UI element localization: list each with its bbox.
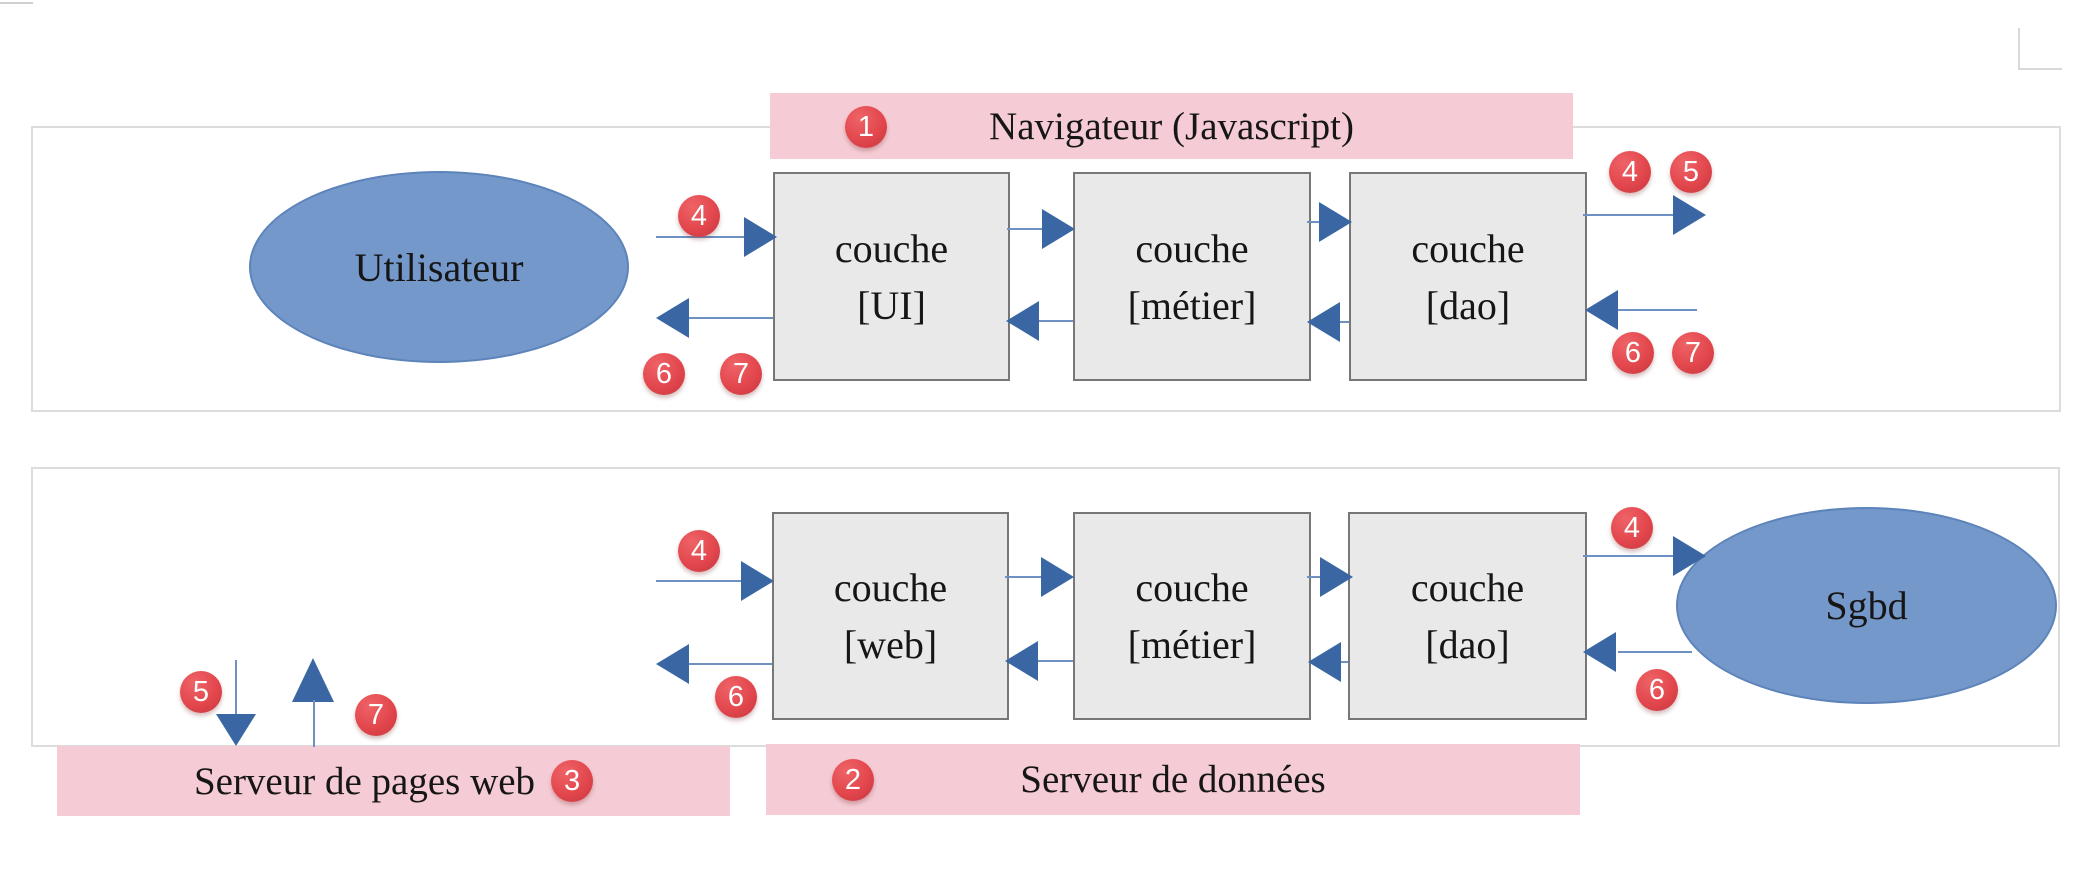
step-badge-6-sgbd: 6 bbox=[1636, 669, 1678, 711]
arrow-dao-to-metier2-head bbox=[1308, 642, 1341, 682]
box-couche-web-line1: couche bbox=[833, 565, 948, 610]
step-badge-3: 3 bbox=[551, 760, 594, 802]
arrow-in-web-head bbox=[741, 561, 774, 601]
step-badge-6-web: 6 bbox=[715, 676, 757, 718]
step-badge-4-right-top: 4 bbox=[1609, 151, 1651, 193]
corner-bracket-horizontal bbox=[2018, 68, 2062, 70]
data-server-banner: Serveur de données bbox=[766, 744, 1580, 815]
arrow-ui-to-metier-line bbox=[1007, 228, 1042, 230]
data-server-banner-label: Serveur de données bbox=[1020, 758, 1326, 801]
box-couche-ui: couche [UI] bbox=[773, 172, 1010, 381]
arrow-dao-out-head bbox=[1673, 195, 1706, 235]
box-couche-web: couche [web] bbox=[772, 512, 1009, 720]
arrow-up-from-pages-head bbox=[292, 658, 334, 702]
step-badge-5-right-top: 5 bbox=[1670, 151, 1712, 193]
arrow-metier-to-dao2-head bbox=[1320, 557, 1353, 597]
arrow-sgbd-to-dao-line bbox=[1618, 651, 1692, 653]
arrow-dao-to-sgbd-line bbox=[1583, 555, 1673, 557]
step-badge-7-right-top: 7 bbox=[1672, 332, 1714, 374]
step-badge-4-sgbd: 4 bbox=[1611, 507, 1653, 549]
box-couche-metier-bottom: couche [métier] bbox=[1073, 512, 1311, 720]
arrow-metier-to-dao-head bbox=[1319, 202, 1352, 242]
arrow-dao-to-sgbd-head bbox=[1673, 536, 1706, 576]
corner-bracket-vertical bbox=[2018, 28, 2020, 70]
step-badge-2: 2 bbox=[832, 759, 874, 801]
box-couche-metier-top-line1: couche bbox=[1135, 225, 1249, 271]
box-couche-ui-line1: couche bbox=[834, 225, 949, 271]
pages-server-banner: Serveur de pages web 3 bbox=[57, 746, 730, 816]
box-couche-metier-top: couche [métier] bbox=[1073, 172, 1311, 381]
arrow-down-to-pages-head bbox=[216, 714, 256, 746]
user-ellipse: Utilisateur bbox=[249, 171, 629, 363]
arrow-in-dao-head bbox=[1585, 290, 1618, 330]
box-couche-metier-top-line2: [métier] bbox=[1127, 282, 1257, 328]
box-couche-dao-bottom-line2: [dao] bbox=[1425, 622, 1510, 667]
box-couche-dao-top-line2: [dao] bbox=[1425, 282, 1511, 328]
arrow-dao-to-metier-line bbox=[1340, 321, 1349, 323]
arrow-ui-to-user-head bbox=[656, 298, 689, 338]
arrow-web-out-line bbox=[689, 663, 772, 665]
browser-banner: Navigateur (Javascript) bbox=[770, 93, 1573, 159]
arrow-web-to-metier-line bbox=[1005, 576, 1041, 578]
arrow-user-to-ui-line bbox=[656, 236, 744, 238]
arrow-metier-to-dao-line bbox=[1307, 221, 1319, 223]
box-couche-dao-bottom: couche [dao] bbox=[1348, 512, 1587, 720]
arrow-metier-to-web-line bbox=[1038, 660, 1073, 662]
box-couche-dao-bottom-line1: couche bbox=[1410, 565, 1525, 610]
arrow-in-web-line bbox=[656, 580, 741, 582]
top-left-tick bbox=[0, 2, 33, 4]
step-badge-5-pages: 5 bbox=[180, 671, 222, 713]
arrow-down-to-pages-line bbox=[235, 660, 237, 715]
arrow-metier-to-web-head bbox=[1005, 641, 1038, 681]
arrow-dao-to-metier-head bbox=[1307, 302, 1340, 342]
arrow-up-from-pages-line bbox=[313, 700, 315, 747]
step-badge-4-web: 4 bbox=[678, 530, 720, 572]
step-badge-7-user: 7 bbox=[720, 353, 762, 395]
arrow-web-out-head bbox=[656, 644, 689, 684]
step-badge-7-pages: 7 bbox=[355, 694, 397, 736]
box-couche-metier-bottom-line2: [métier] bbox=[1127, 622, 1257, 667]
box-couche-dao-top-line1: couche bbox=[1411, 225, 1525, 271]
sgbd-label: Sgbd bbox=[1825, 583, 1908, 628]
step-badge-1: 1 bbox=[845, 106, 887, 148]
box-couche-metier-bottom-line1: couche bbox=[1135, 565, 1249, 610]
arrow-user-to-ui-head bbox=[744, 217, 777, 257]
arrow-metier-to-ui-head bbox=[1006, 301, 1039, 341]
arrow-web-to-metier-head bbox=[1041, 557, 1074, 597]
pages-server-banner-label: Serveur de pages web bbox=[193, 759, 536, 803]
step-badge-6-user: 6 bbox=[643, 353, 685, 395]
box-couche-dao-top: couche [dao] bbox=[1349, 172, 1587, 381]
arrow-metier-to-dao2-line bbox=[1307, 576, 1320, 578]
box-couche-ui-line2: [UI] bbox=[857, 282, 926, 328]
box-couche-web-line2: [web] bbox=[843, 622, 938, 667]
browser-banner-label: Navigateur (Javascript) bbox=[989, 104, 1354, 148]
step-badge-6-right-top: 6 bbox=[1612, 332, 1654, 374]
arrow-ui-to-metier-head bbox=[1042, 209, 1075, 249]
user-label: Utilisateur bbox=[354, 244, 524, 290]
step-badge-4-user: 4 bbox=[678, 195, 720, 237]
arrow-in-dao-line bbox=[1618, 309, 1697, 311]
arrow-sgbd-to-dao-head bbox=[1583, 632, 1616, 672]
arrow-dao-out-line bbox=[1583, 214, 1673, 216]
arrow-ui-to-user-line bbox=[689, 317, 773, 319]
sgbd-ellipse: Sgbd bbox=[1676, 507, 2057, 704]
arrow-dao-to-metier2-line bbox=[1341, 661, 1348, 663]
arrow-metier-to-ui-line bbox=[1039, 320, 1073, 322]
